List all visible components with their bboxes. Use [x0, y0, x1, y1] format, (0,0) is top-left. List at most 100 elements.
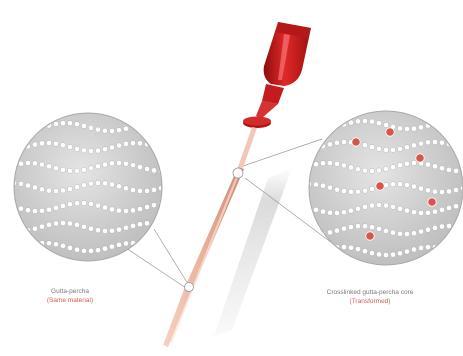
label-left: Gutta-percha (Same material) — [20, 287, 120, 305]
molecule-bead — [32, 142, 37, 147]
molecule-bead — [137, 141, 142, 146]
molecule-bead — [418, 245, 423, 250]
molecule-bead — [362, 224, 367, 229]
molecule-bead — [411, 184, 416, 189]
molecule-bead — [151, 244, 156, 249]
molecule-bead — [102, 228, 107, 233]
molecule-bead — [39, 208, 44, 213]
molecule-bead — [432, 225, 437, 230]
molecule-bead — [11, 228, 16, 233]
molecule-bead — [158, 246, 163, 251]
molecule-bead — [18, 146, 23, 151]
molecule-bead — [144, 188, 149, 193]
molecule-bead — [32, 127, 37, 132]
molecule-bead — [46, 222, 51, 227]
molecule-bead — [60, 243, 65, 248]
molecule-bead — [123, 126, 128, 131]
label-right: Crosslinked gutta-percha core (Transform… — [315, 288, 425, 306]
molecule-bead — [404, 145, 409, 150]
molecule-bead — [18, 206, 23, 211]
molecule-bead — [453, 168, 458, 173]
molecule-bead — [67, 121, 72, 126]
molecule-bead — [390, 230, 395, 235]
molecule-bead — [362, 143, 367, 148]
molecule-bead — [355, 167, 360, 172]
molecule-bead — [46, 140, 51, 145]
molecule-bead — [446, 119, 451, 124]
molecule-bead — [376, 146, 381, 151]
molecule-bead — [348, 189, 353, 194]
molecule-bead — [102, 181, 107, 186]
molecule-bead — [116, 227, 121, 232]
molecule-bead — [425, 210, 430, 215]
crosslink-node — [416, 154, 424, 162]
molecule-bead — [74, 185, 79, 190]
molecule-bead — [334, 187, 339, 192]
molecule-bead — [362, 188, 367, 193]
molecule-bead — [313, 126, 318, 131]
molecule-bead — [341, 163, 346, 168]
molecule-bead — [446, 189, 451, 194]
molecule-bead — [453, 187, 458, 192]
handle-cap-icon — [256, 22, 311, 118]
molecule-bead — [25, 183, 30, 188]
molecule-bead — [81, 224, 86, 229]
molecule-bead — [397, 231, 402, 236]
molecule-bead — [404, 208, 409, 213]
molecule-bead — [418, 125, 423, 130]
molecule-bead — [418, 229, 423, 234]
molecule-bead — [158, 145, 163, 150]
molecule-bead — [411, 126, 416, 131]
molecule-bead — [425, 140, 430, 145]
molecule-bead — [67, 168, 72, 173]
molecule-bead — [341, 189, 346, 194]
molecule-bead — [376, 252, 381, 257]
molecule-bead — [362, 168, 367, 173]
molecule-bead — [446, 247, 451, 252]
molecule-bead — [383, 252, 388, 257]
molecule-bead — [397, 146, 402, 151]
molecule-bead — [46, 188, 51, 193]
molecule-bead — [102, 246, 107, 251]
molecule-bead — [95, 148, 100, 153]
molecule-bead — [88, 201, 93, 206]
molecule-bead — [355, 224, 360, 229]
molecule-bead — [439, 246, 444, 251]
molecule-bead — [81, 167, 86, 172]
molecule-bead — [116, 184, 121, 189]
molecule-bead — [137, 188, 142, 193]
molecule-bead — [348, 224, 353, 229]
molecule-bead — [369, 168, 374, 173]
molecule-bead — [60, 121, 65, 126]
molecule-bead — [74, 201, 79, 206]
molecule-bead — [144, 242, 149, 247]
molecule-bead — [116, 208, 121, 213]
molecule-bead — [376, 226, 381, 231]
molecule-bead — [67, 202, 72, 207]
molecule-bead — [88, 125, 93, 130]
molecule-bead — [116, 242, 121, 247]
molecule-bead — [390, 182, 395, 187]
molecule-bead — [306, 231, 311, 236]
molecule-bead — [320, 183, 325, 188]
molecule-bead — [109, 207, 114, 212]
molecule-bead — [25, 160, 30, 165]
molecule-bead — [453, 144, 458, 149]
crosslink-node — [428, 198, 436, 206]
molecule-bead — [362, 249, 367, 254]
molecule-bead — [425, 162, 430, 167]
molecule-bead — [397, 163, 402, 168]
molecule-bead — [95, 203, 100, 208]
molecule-bead — [130, 141, 135, 146]
molecule-bead — [88, 248, 93, 253]
crosslink-node — [376, 182, 384, 190]
molecule-bead — [123, 225, 128, 230]
molecule-bead — [425, 245, 430, 250]
molecule-bead — [109, 161, 114, 166]
molecule-bead — [306, 147, 311, 152]
molecule-bead — [341, 244, 346, 249]
molecule-bead — [137, 206, 142, 211]
magnify-point-upper — [233, 168, 243, 178]
molecule-bead — [355, 189, 360, 194]
molecule-bead — [130, 163, 135, 168]
